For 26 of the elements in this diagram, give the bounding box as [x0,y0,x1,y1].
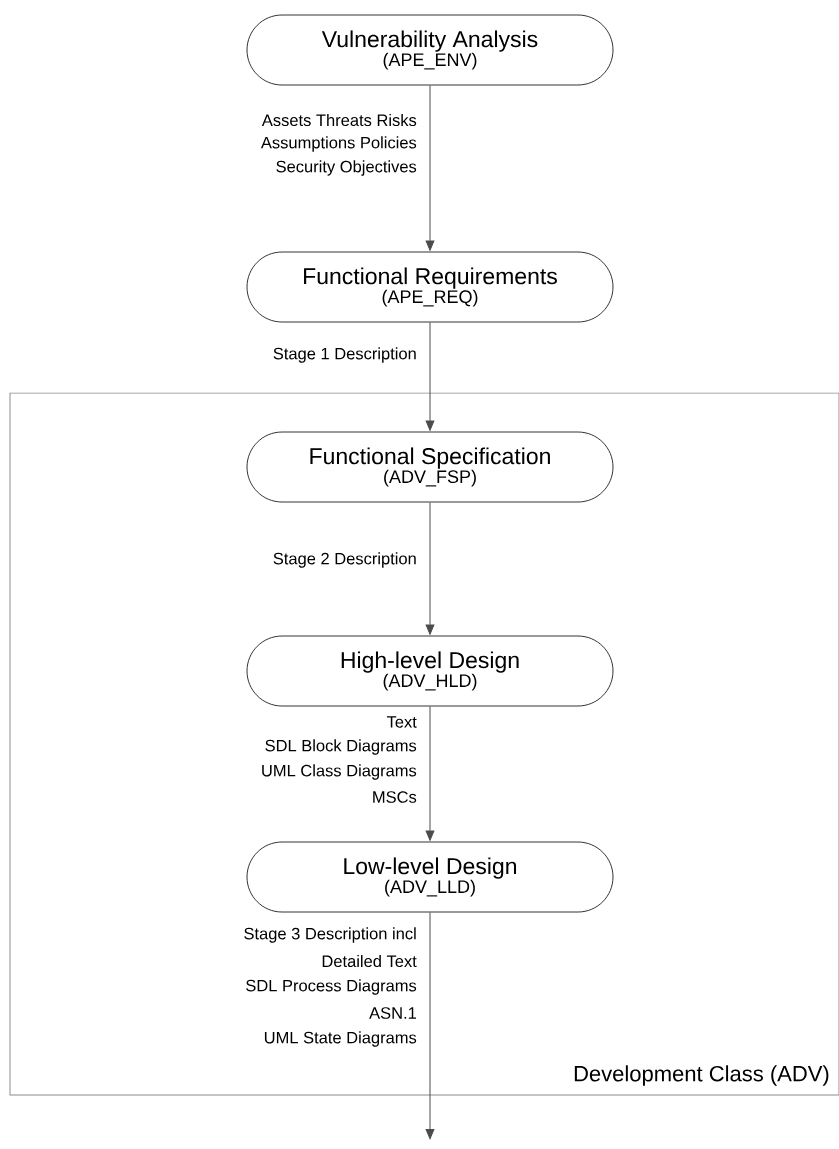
note-text: Stage 3 Description incl [244,927,416,943]
note-text: SDL Process Diagrams [246,979,417,995]
terminal-box: Low-level Design (ADV_LLD) [246,841,614,913]
note-text: Text [386,716,417,728]
terminal-box: High-level Design (ADV_HLD) [246,635,614,707]
note-text: Assumptions Policies [260,136,417,152]
arrow [425,321,435,431]
note-text: UML State Diagrams [264,1031,417,1047]
note-text: ASN.1 [369,1007,416,1019]
terminal-box: Functional Requirements (APE_REQ) [246,251,614,323]
note-text: MSCs [373,791,417,803]
group-title: Development Class (ADV) [574,1065,829,1086]
note-text: Detailed Text [322,954,417,968]
note-text: Stage 2 Description [273,552,416,568]
arrow [425,911,435,1140]
terminal-box: Functional Specification (ADV_FSP) [246,431,614,503]
note-text: Security Objectives [276,160,417,176]
note-text: UML Class Diagrams [262,764,417,780]
note-text: SDL Block Diagrams [265,739,417,755]
arrow [425,501,435,635]
terminal-box: Vulnerability Analysis (APE_ENV) [246,14,614,86]
group-frame [9,392,839,1096]
arrow [425,84,435,251]
note-text: Stage 1 Description [273,347,416,363]
arrow [425,705,435,841]
note-text: Assets Threats Risks [261,113,417,127]
